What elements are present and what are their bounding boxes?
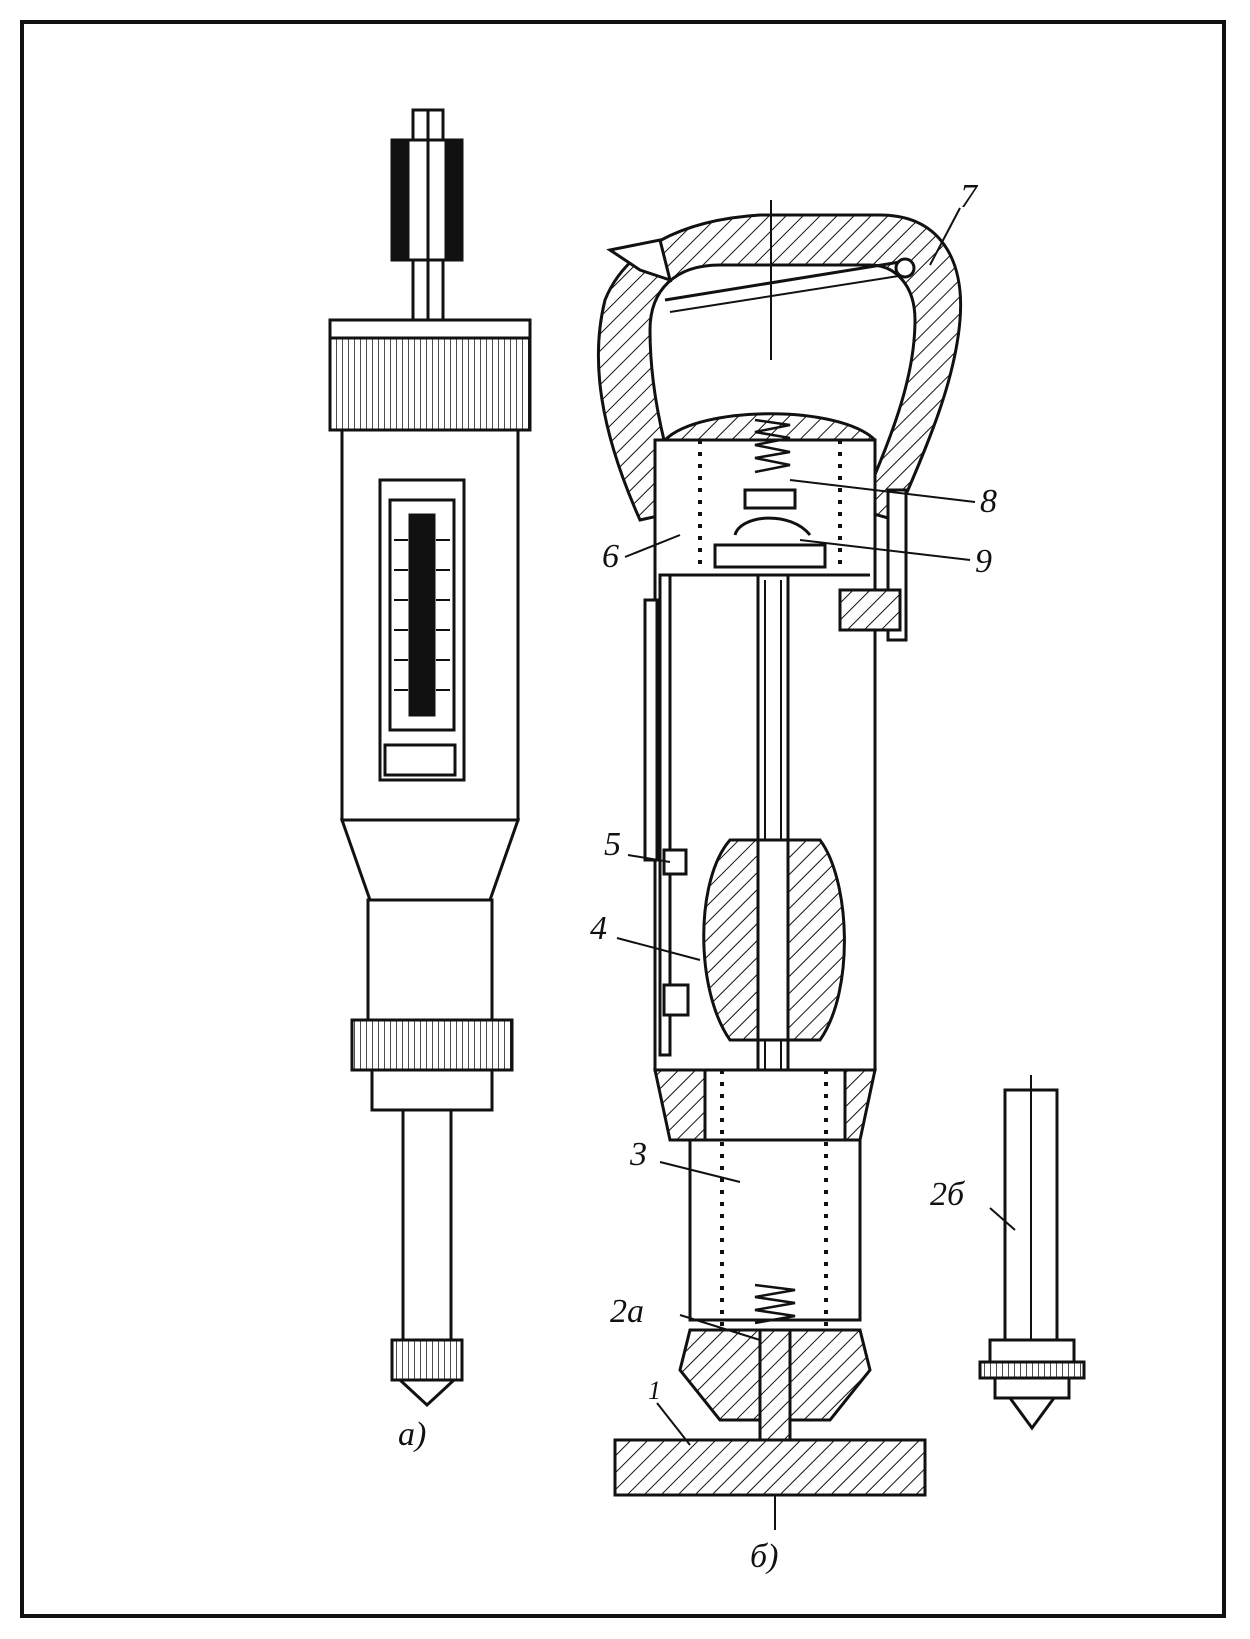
spring-8: [754, 418, 791, 474]
tool-a-taper: [339, 818, 521, 902]
base-1: [613, 1438, 927, 1497]
insert-2b: [978, 1075, 1086, 1431]
handle: [596, 213, 963, 522]
label-part-6: 6: [602, 538, 619, 575]
leader-lines: [616, 207, 1016, 1446]
tool-a-tip-rod: [401, 1108, 453, 1342]
drawing-frame: [20, 20, 1226, 1618]
label-part-4: 4: [590, 910, 607, 947]
tool-b-section-view: [596, 200, 963, 1530]
label-part-9: 9: [975, 543, 992, 580]
label-part-5: 5: [604, 826, 621, 863]
lower-barrel: [688, 1138, 862, 1322]
label-part-2b: 2б: [930, 1176, 965, 1213]
label-part-1: 1: [648, 1376, 661, 1405]
label-part-2a: 2а: [610, 1293, 644, 1330]
label-panel-b: б): [750, 1538, 779, 1575]
scale-slot: [408, 513, 436, 717]
label-part-7: 7: [960, 178, 977, 215]
spring-2a: [754, 1283, 796, 1325]
label-panel-a: а): [398, 1416, 427, 1453]
tool-a-nut: [350, 1018, 514, 1072]
tool-a-external-view: [328, 108, 532, 1408]
lever-9: [733, 516, 812, 536]
label-part-8: 8: [980, 483, 997, 520]
scale-ticks: [394, 539, 450, 691]
label-part-3: 3: [630, 1136, 647, 1173]
